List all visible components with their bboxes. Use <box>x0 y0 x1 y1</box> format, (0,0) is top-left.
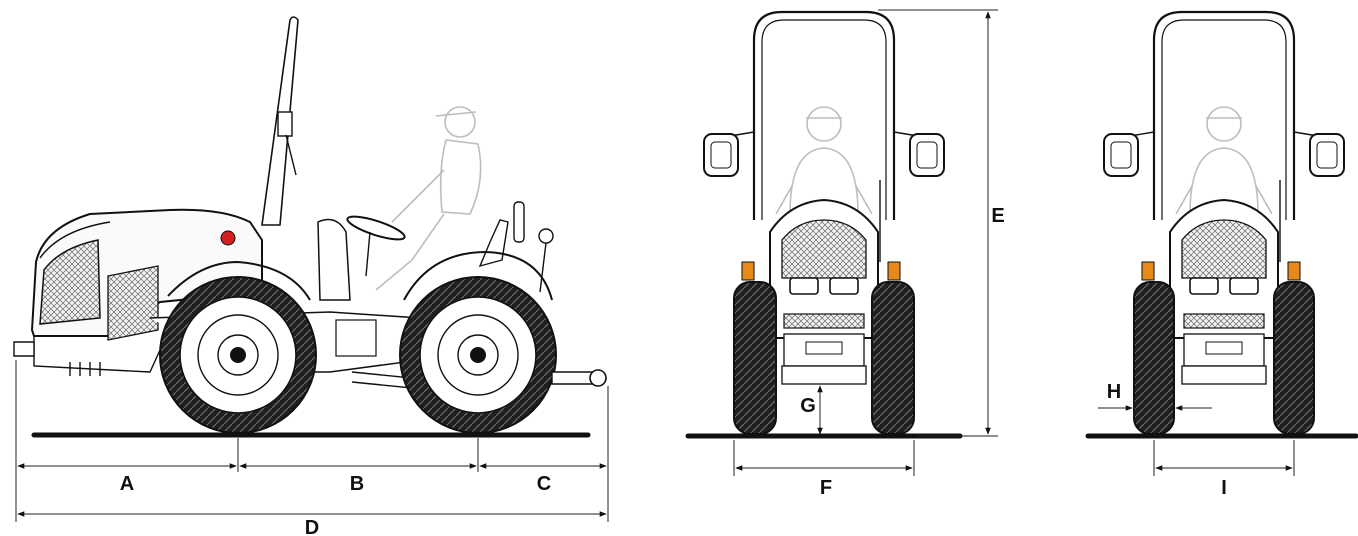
front-headlight-right-a <box>1189 277 1219 295</box>
side-steering-wheel <box>346 215 406 241</box>
front-mirror-left-b <box>1103 131 1155 177</box>
front-rops-arch-right <box>1152 10 1296 220</box>
dim-label-f: F <box>820 477 832 499</box>
side-front-fender <box>167 260 311 301</box>
front-tyre-right-a <box>871 281 915 435</box>
side-seat-back <box>478 219 509 268</box>
side-red-lamp <box>220 230 236 246</box>
side-front-hitch <box>13 341 35 357</box>
front-tyre-left-a <box>733 281 777 435</box>
dim-label-e: E <box>991 205 1004 227</box>
dim-label-g: G <box>800 395 816 417</box>
front-headlight-left-b <box>829 277 859 295</box>
side-rear-wheel <box>399 276 557 434</box>
dim-label-h: H <box>1107 381 1121 403</box>
dim-label-i: I <box>1221 477 1227 499</box>
front-operator-silhouette-right <box>1175 106 1273 215</box>
side-vent-grille <box>107 265 159 341</box>
front-mirror-right-b <box>1293 131 1345 177</box>
front-tyre-right-b <box>1273 281 1315 435</box>
front-grille-right <box>1181 219 1267 279</box>
front-headlight-left-a <box>789 277 819 295</box>
side-rear-fender <box>403 250 553 301</box>
side-operator-silhouette <box>375 106 482 291</box>
front-grille-left <box>781 219 867 279</box>
dim-label-a: A <box>120 473 134 495</box>
front-indicator-right-b <box>1287 261 1301 281</box>
side-rops-hinge <box>277 111 293 137</box>
side-front-wheel <box>159 276 317 434</box>
front-indicator-right-a <box>887 261 901 281</box>
front-view-right: H I <box>1085 10 1358 499</box>
front-view-left: G E F <box>685 9 1005 499</box>
front-rops-arch-left <box>752 10 896 220</box>
side-seat <box>317 218 351 301</box>
front-indicator-left-a <box>741 261 755 281</box>
front-mirror-right-a <box>893 131 945 177</box>
dim-label-d: D <box>305 517 319 536</box>
side-hood-grille <box>39 239 101 325</box>
dim-label-c: C <box>537 473 551 495</box>
side-view: A B C D <box>13 16 609 536</box>
front-headlight-right-b <box>1229 277 1259 295</box>
front-mirror-left-a <box>703 131 755 177</box>
front-indicator-left-b <box>1141 261 1155 281</box>
dim-label-b: B <box>350 473 364 495</box>
front-operator-silhouette-left <box>775 106 873 215</box>
front-tyre-left-b <box>1133 281 1175 435</box>
